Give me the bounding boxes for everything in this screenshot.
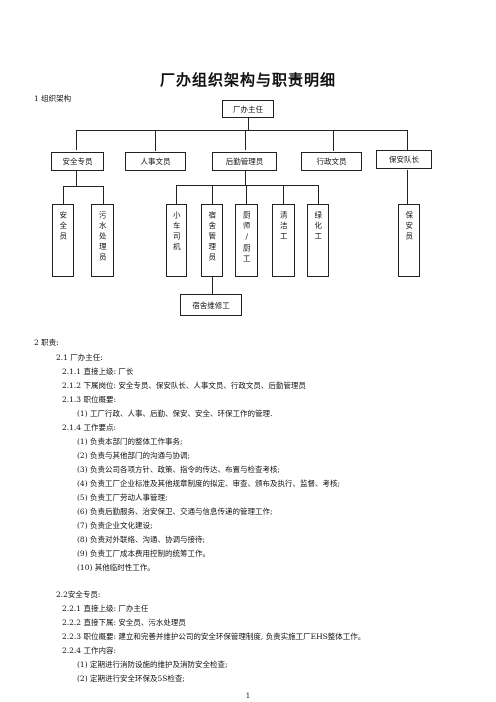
text-line: 2.1.4 工作要点: <box>62 423 116 432</box>
text-line: (7) 负责企业文化建设; <box>77 521 153 530</box>
text-line: 2.2.1 直接上级: 厂办主任 <box>62 604 149 613</box>
org-box-cook: 厨师/厨工 <box>235 204 258 277</box>
text-line: (6) 负责后勤服务、治安保卫、交通与信息传递的管理工作; <box>77 507 273 516</box>
text-line: (10) 其他临时性工作。 <box>77 563 155 572</box>
org-box-driver: 小车司机 <box>166 204 187 277</box>
connector <box>246 185 247 204</box>
connector <box>333 130 334 151</box>
text-line: 2.1 厂办主任: <box>56 353 103 362</box>
org-box-hr-clerk: 人事文员 <box>125 152 186 171</box>
text-line: 2.2安全专员: <box>56 590 101 599</box>
org-box-security-captain: 保安队长 <box>376 150 432 169</box>
org-box-gardener: 绿化工 <box>307 204 329 277</box>
org-box-dorm-repair: 宿舍维修工 <box>180 294 242 316</box>
org-box-safety-staff: 安全员 <box>52 204 74 277</box>
text-line: 2.1.3 职位概要: <box>62 395 116 404</box>
text-line: 2.1.1 直接上级: 厂长 <box>62 367 134 376</box>
text-line: (2) 负责与其他部门的沟通与协调; <box>77 451 191 460</box>
text-line: (4) 负责工厂企业标准及其他规章制度的拟定、审查、颁布及执行、监督、考核; <box>77 479 341 488</box>
org-box-safety-officer: 安全专员 <box>51 152 104 171</box>
connector <box>248 117 249 130</box>
page-title: 厂办组织架构与职责明细 <box>159 71 336 89</box>
connector <box>176 185 177 204</box>
connector <box>63 186 103 187</box>
connector <box>245 170 246 185</box>
connector <box>63 186 64 204</box>
connector <box>76 130 407 131</box>
org-box-security-guard: 保安员 <box>398 204 420 277</box>
text-line: (1) 工厂行政、人事、后勤、保安、安全、环保工作的管理. <box>77 409 273 418</box>
connector <box>407 130 408 150</box>
text-line: (1) 定期进行消防设施的维护及消防安全检查; <box>77 660 228 669</box>
connector <box>245 130 246 150</box>
connector <box>76 170 77 186</box>
connector <box>212 185 213 204</box>
org-box-admin-clerk: 行政文员 <box>301 152 362 171</box>
connector <box>212 277 213 294</box>
org-box-sewage-operator: 污水处理员 <box>91 204 114 277</box>
text-line: (5) 负责工厂劳动人事管理; <box>77 493 168 502</box>
text-line: (3) 负责公司各项方针、政策、指令的传达、布置与检查考核; <box>77 465 281 474</box>
text-line: 2.2.2 直接下属: 安全员、污水处理员 <box>62 618 186 627</box>
connector <box>407 170 408 204</box>
connector <box>155 130 156 151</box>
connector <box>103 186 104 204</box>
org-box-director: 厂办主任 <box>222 100 274 118</box>
text-line: 2.2.4 工作内容: <box>62 646 116 655</box>
text-line: (2) 定期进行安全环保及5S检查; <box>77 674 185 683</box>
page-number: 1 <box>245 692 251 700</box>
text-line: (1) 负责本部门的整体工作事务; <box>77 437 183 446</box>
section-org-heading: 1 组织架构 <box>34 94 72 103</box>
text-line: (8) 负责对外联络、沟通、协调与接待; <box>77 535 206 544</box>
org-box-logistics-manager: 后勤管理员 <box>212 152 277 171</box>
connector <box>318 185 319 204</box>
text-line: 2.1.2 下属岗位: 安全专员、保安队长、人事文员、行政文员、后勤管理员 <box>62 381 306 390</box>
connector <box>76 130 77 150</box>
org-box-dorm-manager: 宿舍管理员 <box>201 204 223 277</box>
text-line: 2.2.3 职位概要: 建立和完善并维护公司的安全环保管理制度, 负责实施工厂E… <box>62 632 366 641</box>
connector <box>283 185 284 204</box>
connector <box>176 185 318 186</box>
text-line: 2 职责: <box>34 338 59 347</box>
org-box-cleaner: 清洁工 <box>272 204 295 277</box>
text-line: (9) 负责工厂成本费用控制的统筹工作。 <box>77 549 211 558</box>
